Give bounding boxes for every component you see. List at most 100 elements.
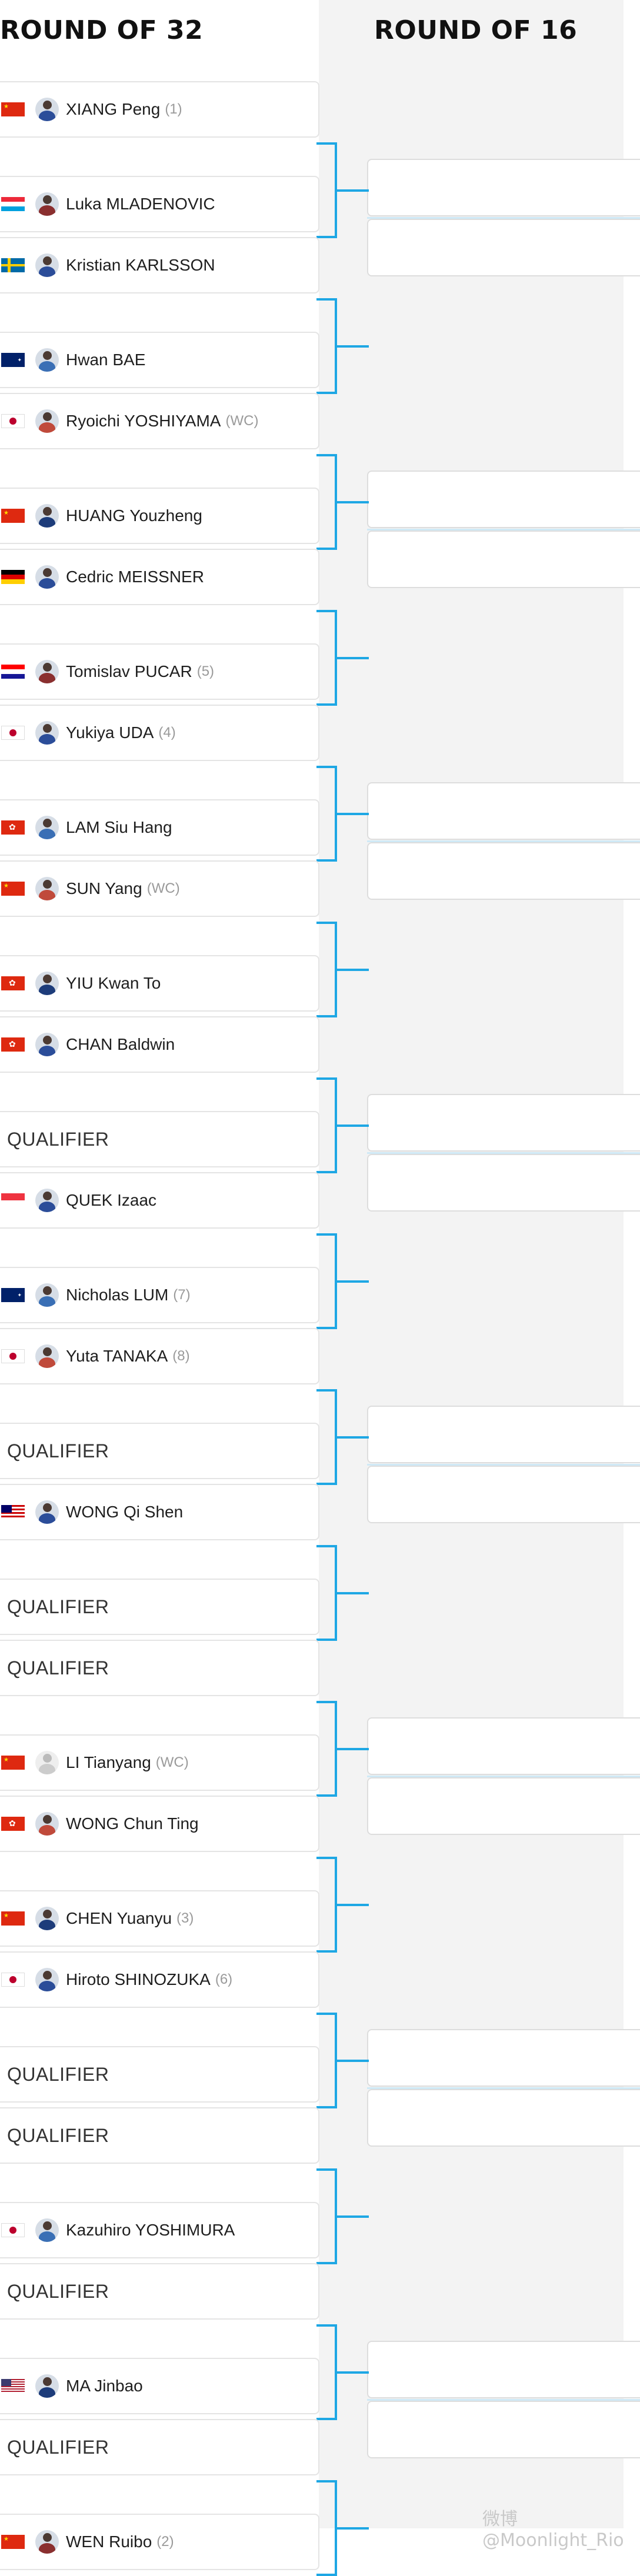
player-name[interactable]: Tomislav PUCAR	[66, 662, 192, 680]
player-slot[interactable]: QUALIFIER	[0, 2263, 319, 2320]
player-name[interactable]: Ryoichi YOSHIYAMA	[66, 412, 221, 430]
round-of-16-match-slot[interactable]	[367, 2029, 640, 2087]
qualifier-label: QUALIFIER	[7, 1128, 109, 1150]
round-of-16-divider	[367, 529, 640, 530]
bracket-stem	[337, 2215, 369, 2218]
player-slot[interactable]: ✿LAM Siu Hang	[0, 799, 319, 856]
player-avatar	[35, 2218, 59, 2242]
player-name[interactable]: MA Jinbao	[66, 2377, 143, 2395]
player-name[interactable]: Hwan BAE	[66, 351, 146, 369]
player-name[interactable]: Hiroto SHINOZUKA	[66, 1970, 211, 1988]
bracket-stem	[337, 1904, 369, 1906]
player-slot[interactable]: WONG Qi Shen	[0, 1484, 319, 1540]
player-name[interactable]: XIANG Peng	[66, 100, 161, 118]
player-slot[interactable]: QUALIFIER	[0, 1579, 319, 1635]
player-name[interactable]: SUN Yang	[66, 879, 142, 897]
player-slot[interactable]: Yuta TANAKA(8)	[0, 1328, 319, 1384]
germany-flag-icon	[1, 570, 25, 584]
player-name[interactable]: CHAN Baldwin	[66, 1035, 175, 1053]
bracket-stem	[337, 1280, 369, 1283]
bracket-connector	[316, 1545, 337, 1641]
round-of-16-match-slot[interactable]	[367, 159, 640, 216]
qualifier-label: QUALIFIER	[7, 1596, 109, 1617]
player-name[interactable]: WONG Chun Ting	[66, 1814, 199, 1833]
seed-label: (5)	[196, 663, 215, 679]
player-name[interactable]: QUEK Izaac	[66, 1191, 157, 1209]
round-of-16-match-slot[interactable]	[367, 1777, 640, 1835]
player-slot[interactable]: ✿ WONG Chun Ting	[0, 1796, 319, 1852]
player-name[interactable]: Kristian KARLSSON	[66, 256, 215, 274]
player-name[interactable]: HUANG Youzheng	[66, 506, 202, 525]
player-slot[interactable]: Luka MLADENOVIC	[0, 176, 319, 232]
round-of-16-match-slot[interactable]	[367, 1717, 640, 1775]
bracket-connector	[316, 1857, 337, 1953]
player-name[interactable]: Luka MLADENOVIC	[66, 195, 215, 213]
player-slot[interactable]: ✦Hwan BAE	[0, 332, 319, 388]
round-of-16-match-slot[interactable]	[367, 471, 640, 528]
player-slot[interactable]: ★XIANG Peng(1)	[0, 81, 319, 138]
player-name[interactable]: WONG Qi Shen	[66, 1503, 184, 1521]
player-name[interactable]: LAM Siu Hang	[66, 818, 172, 836]
japan-flag-icon	[1, 2223, 25, 2237]
player-name[interactable]: Yukiya UDA	[66, 723, 154, 742]
player-name[interactable]: CHEN Yuanyu	[66, 1909, 172, 1927]
bracket-connector	[316, 2324, 337, 2420]
player-name[interactable]: YIU Kwan To	[66, 974, 161, 992]
round-of-16-match-slot[interactable]	[367, 1466, 640, 1523]
player-slot[interactable]: Tomislav PUCAR(5)	[0, 643, 319, 700]
player-slot[interactable]: QUALIFIER	[0, 2419, 319, 2475]
qualifier-label: QUALIFIER	[7, 2280, 109, 2302]
round-of-16-match-slot[interactable]	[367, 782, 640, 840]
player-slot[interactable]: Kristian KARLSSON	[0, 237, 319, 293]
player-name[interactable]: Nicholas LUM	[66, 1286, 169, 1304]
bracket-connector	[316, 298, 337, 394]
player-slot[interactable]: QUALIFIER	[0, 1423, 319, 1479]
player-slot[interactable]: Hiroto SHINOZUKA(6)	[0, 1951, 319, 2008]
round-of-16-match-slot[interactable]	[367, 1094, 640, 1152]
round-of-16-match-slot[interactable]	[367, 842, 640, 900]
bracket-connector	[316, 2168, 337, 2264]
round-of-16-divider	[367, 1776, 640, 1777]
player-slot[interactable]: Yukiya UDA(4)	[0, 705, 319, 761]
player-slot[interactable]: ★LI Tianyang(WC)	[0, 1734, 319, 1791]
round-of-16-match-slot[interactable]	[367, 2341, 640, 2398]
round-of-16-divider	[367, 1152, 640, 1154]
bracket-stem	[337, 1436, 369, 1439]
player-avatar	[35, 1033, 59, 1056]
player-name[interactable]: Cedric MEISSNER	[66, 568, 204, 586]
player-slot[interactable]: QUALIFIER	[0, 1111, 319, 1167]
player-name[interactable]: WEN Ruibo	[66, 2532, 152, 2551]
player-slot[interactable]: ★WEN Ruibo(2)	[0, 2514, 319, 2570]
bracket-stem	[337, 969, 369, 971]
bracket-connector	[316, 766, 337, 862]
player-slot[interactable]: ✿CHAN Baldwin	[0, 1016, 319, 1073]
player-slot[interactable]: MA Jinbao	[0, 2358, 319, 2414]
round-of-16-match-slot[interactable]	[367, 1154, 640, 1212]
player-slot[interactable]: Ryoichi YOSHIYAMA(WC)	[0, 393, 319, 449]
player-name[interactable]: Kazuhiro YOSHIMURA	[66, 2221, 235, 2239]
player-avatar	[35, 721, 59, 745]
player-slot[interactable]: QUALIFIER	[0, 1640, 319, 1696]
player-slot[interactable]: Cedric MEISSNER	[0, 549, 319, 605]
player-avatar	[35, 1189, 59, 1212]
player-slot[interactable]: ★SUN Yang(WC)	[0, 860, 319, 917]
player-name[interactable]: Yuta TANAKA	[66, 1347, 168, 1365]
player-name[interactable]: LI Tianyang	[66, 1753, 151, 1771]
bracket-stem	[337, 2060, 369, 2062]
player-avatar	[35, 409, 59, 433]
player-avatar	[35, 253, 59, 277]
player-slot[interactable]: QUEK Izaac	[0, 1172, 319, 1229]
round-of-16-match-slot[interactable]	[367, 530, 640, 588]
round-of-16-match-slot[interactable]	[367, 219, 640, 276]
round-of-16-match-slot[interactable]	[367, 2401, 640, 2458]
round-of-16-match-slot[interactable]	[367, 2089, 640, 2147]
player-slot[interactable]: Kazuhiro YOSHIMURA	[0, 2202, 319, 2258]
player-slot[interactable]: QUALIFIER	[0, 2107, 319, 2164]
player-slot[interactable]: QUALIFIER	[0, 2046, 319, 2103]
player-slot[interactable]: ★HUANG Youzheng	[0, 488, 319, 544]
player-slot[interactable]: ✦Nicholas LUM(7)	[0, 1267, 319, 1323]
player-slot[interactable]: ★CHEN Yuanyu(3)	[0, 1890, 319, 1947]
player-slot[interactable]: ✿YIU Kwan To	[0, 955, 319, 1012]
hong-kong-flag-icon: ✿	[1, 1817, 25, 1831]
round-of-16-match-slot[interactable]	[367, 1406, 640, 1463]
